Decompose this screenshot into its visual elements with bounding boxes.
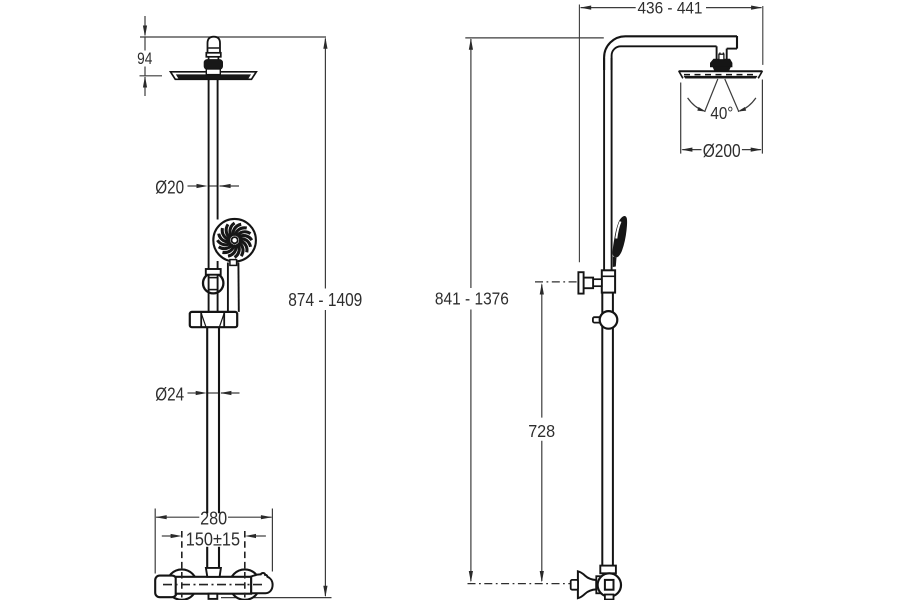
svg-text:94: 94 <box>137 50 152 68</box>
svg-text:280: 280 <box>200 508 227 528</box>
svg-text:841 - 1376: 841 - 1376 <box>435 288 509 308</box>
svg-text:Ø24: Ø24 <box>155 383 184 404</box>
svg-text:436 - 441: 436 - 441 <box>638 0 703 18</box>
svg-text:Ø200: Ø200 <box>703 140 741 161</box>
svg-text:874 - 1409: 874 - 1409 <box>288 289 362 310</box>
svg-text:728: 728 <box>528 421 555 441</box>
svg-text:150±15: 150±15 <box>186 530 240 550</box>
svg-text:40°: 40° <box>710 103 733 123</box>
svg-text:Ø20: Ø20 <box>155 176 184 197</box>
